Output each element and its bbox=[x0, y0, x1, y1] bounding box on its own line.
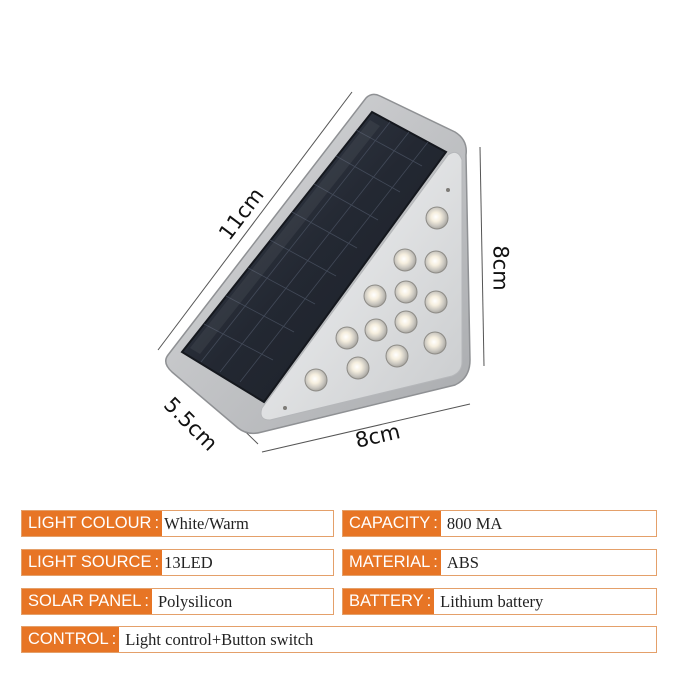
spec-control: CONTROL: Light control+Button switch bbox=[21, 626, 657, 653]
spec-value: 800 MA bbox=[446, 513, 503, 533]
spec-value: Polysilicon bbox=[158, 591, 233, 611]
spec-value: Light control+Button switch bbox=[125, 629, 314, 649]
solar-step-light-image bbox=[157, 91, 485, 453]
spec-value: Lithium battery bbox=[440, 591, 544, 611]
spec-label: CONTROL bbox=[22, 627, 112, 652]
spec-light-colour: LIGHT COLOUR: White/Warm bbox=[21, 510, 334, 537]
spec-label: LIGHT COLOUR bbox=[22, 511, 155, 536]
product-illustration: 11cm 8cm 5.5cm 8cm bbox=[157, 91, 513, 456]
spec-capacity: CAPACITY: 800 MA bbox=[342, 510, 657, 537]
spec-battery: BATTERY: Lithium battery bbox=[342, 588, 657, 615]
spec-solar-panel: SOLAR PANEL: Polysilicon bbox=[21, 588, 334, 615]
spec-label: MATERIAL bbox=[343, 550, 434, 575]
spec-label: BATTERY bbox=[343, 589, 427, 614]
spec-label: SOLAR PANEL bbox=[22, 589, 145, 614]
spec-label: LIGHT SOURCE bbox=[22, 550, 155, 575]
spec-value: ABS bbox=[446, 552, 479, 572]
spec-light-source: LIGHT SOURCE: 13LED bbox=[21, 549, 334, 576]
height-label: 8cm bbox=[488, 245, 513, 291]
spec-label: CAPACITY bbox=[343, 511, 434, 536]
spec-value: White/Warm bbox=[164, 513, 249, 533]
spec-value: 13LED bbox=[164, 552, 213, 572]
spec-material: MATERIAL: ABS bbox=[342, 549, 657, 576]
